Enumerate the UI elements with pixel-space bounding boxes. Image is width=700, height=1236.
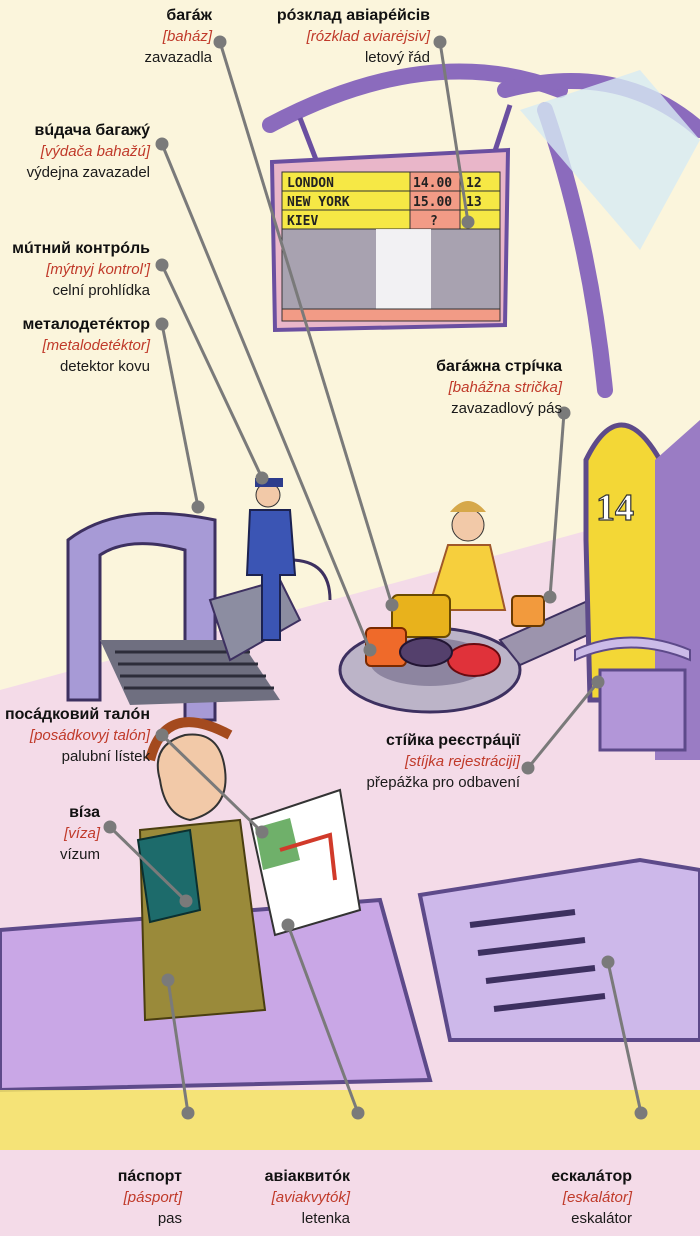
label-translation: celní prohlídka (0, 280, 150, 301)
label-word: стíйка реєстрáції (290, 730, 520, 751)
label-word: металодетéктор (0, 314, 150, 335)
label-word: посáдковий талóн (0, 704, 150, 725)
label-translation: zavazadlový pás (332, 398, 562, 419)
label-translit: [baház] (0, 26, 212, 47)
label-aviakvytok: авіаквитóк [aviakvytók] letenka (120, 1166, 350, 1229)
board-time-2: 15.00 (413, 195, 452, 210)
label-word: вúдача багажý (0, 120, 150, 141)
board-time-1: 14.00 (413, 176, 452, 191)
label-translation: eskalátor (402, 1208, 632, 1229)
board-gate-1: 12 (466, 176, 482, 191)
label-translation: palubní lístek (0, 746, 150, 767)
board-city-3: KIEV (287, 214, 318, 229)
board-city-1: LONDON (287, 176, 334, 191)
label-word: мúтний контрóль (0, 238, 150, 259)
label-translit: [metalodetéktor] (0, 335, 150, 356)
traveller-woman (428, 501, 505, 610)
label-translation: výdejna zavazadel (0, 162, 150, 183)
label-translation: letenka (120, 1208, 350, 1229)
counter-number-sign: 14 (596, 487, 634, 529)
board-city-2: NEW YORK (287, 195, 350, 210)
label-translation: letový řád (200, 47, 430, 68)
label-translit: [mýtnyj kontrol'] (0, 259, 150, 280)
label-stijka: стíйка реєстрáції [stíjka rejestráciji] … (290, 730, 520, 793)
label-translit: [výdača bahažú] (0, 141, 150, 162)
label-metalodetektor: металодетéктор [metalodetéktor] detektor… (0, 314, 150, 377)
board-time-3: ? (430, 214, 438, 229)
departure-board: LONDON 14.00 12 NEW YORK 15.00 13 KIEV ? (272, 150, 508, 330)
label-eskalator: ескалáтор [eskalátor] eskalátor (402, 1166, 632, 1229)
passport-prop (138, 830, 200, 922)
skylight (520, 70, 700, 250)
label-word: авіаквитóк (120, 1166, 350, 1187)
label-translit: [aviakvytók] (120, 1187, 350, 1208)
label-bahazhna: багáжна стрíчка [bahážna strička] zavaza… (332, 356, 562, 419)
label-translit: [víza] (0, 823, 100, 844)
label-translit: [eskalátor] (402, 1187, 632, 1208)
label-translation: detektor kovu (0, 356, 150, 377)
label-translit: [rózklad aviarėjsiv] (200, 26, 430, 47)
label-translit: [posádkovyj talón] (0, 725, 150, 746)
label-posadkovyj: посáдковий талóн [posádkovyj talón] palu… (0, 704, 150, 767)
label-translit: [bahážna strička] (332, 377, 562, 398)
label-translation: přepážka pro odbavení (290, 772, 520, 793)
label-translit: [stíjka rejestráciji] (290, 751, 520, 772)
label-word: багáжна стрíчка (332, 356, 562, 377)
label-translation: vízum (0, 844, 100, 865)
label-vydacha: вúдача багажý [výdača bahažú] výdejna za… (0, 120, 150, 183)
label-word: рóзклад авіарéйсів (200, 5, 430, 26)
board-gate-2: 13 (466, 195, 482, 210)
label-word: ескалáтор (402, 1166, 632, 1187)
label-mytnyj: мúтний контрóль [mýtnyj kontrol'] celní … (0, 238, 150, 301)
label-translation: zavazadla (0, 47, 212, 68)
label-rozklad: рóзклад авіарéйсів [rózklad aviarėjsiv] … (200, 5, 430, 68)
label-word: багáж (0, 5, 212, 26)
label-word: вíза (0, 802, 100, 823)
label-viza: вíза [víza] vízum (0, 802, 100, 865)
label-bagazh: багáж [baház] zavazadla (0, 5, 212, 68)
